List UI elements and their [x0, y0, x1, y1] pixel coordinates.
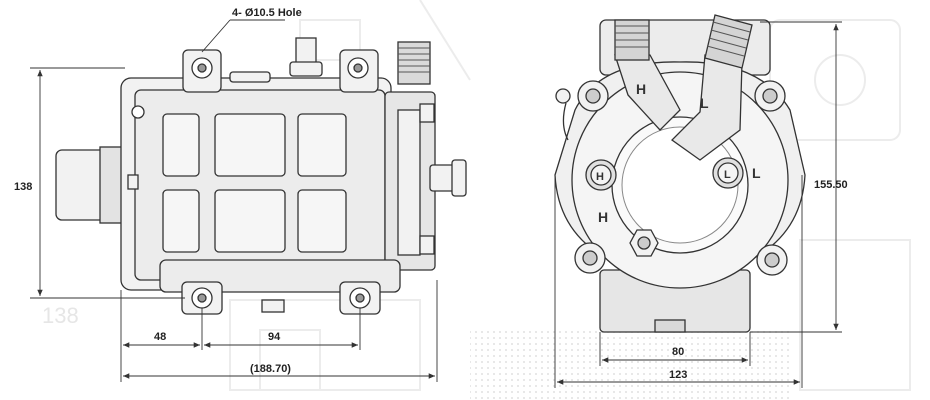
side-view-dimensions: [30, 19, 438, 382]
front-view-dimensions: [554, 21, 842, 388]
dimension-155-50: 155.50: [814, 179, 848, 191]
high-port-fitting: [614, 19, 681, 131]
side-view: [55, 37, 467, 315]
dimension-123: 123: [669, 369, 687, 381]
dimension-94: 94: [268, 331, 281, 343]
dimension-80: 80: [672, 346, 684, 358]
dimension-188-70: (188.70): [250, 363, 291, 375]
label-l-side: L: [752, 165, 761, 181]
threaded-port: [397, 41, 431, 85]
body-panels: [162, 113, 347, 253]
label-h-side: H: [598, 209, 608, 225]
dimension-138: 138: [14, 181, 32, 193]
label-h-fitting: H: [636, 81, 646, 97]
front-view: [554, 14, 806, 333]
background-ghost-drawing: [229, 0, 911, 391]
label-h-port: H: [596, 171, 604, 183]
label-l-port: L: [724, 169, 731, 181]
side-valve: [429, 164, 456, 192]
ghost-dimension-label: 138: [42, 303, 79, 328]
hole-note: 4- Ø10.5 Hole: [232, 7, 302, 19]
top-valve: [295, 37, 317, 65]
label-l-fitting: L: [700, 95, 709, 111]
low-port-fitting: [670, 14, 753, 161]
mount-bosses: [574, 80, 788, 276]
dot-texture: [470, 330, 790, 400]
dimension-48: 48: [154, 331, 166, 343]
